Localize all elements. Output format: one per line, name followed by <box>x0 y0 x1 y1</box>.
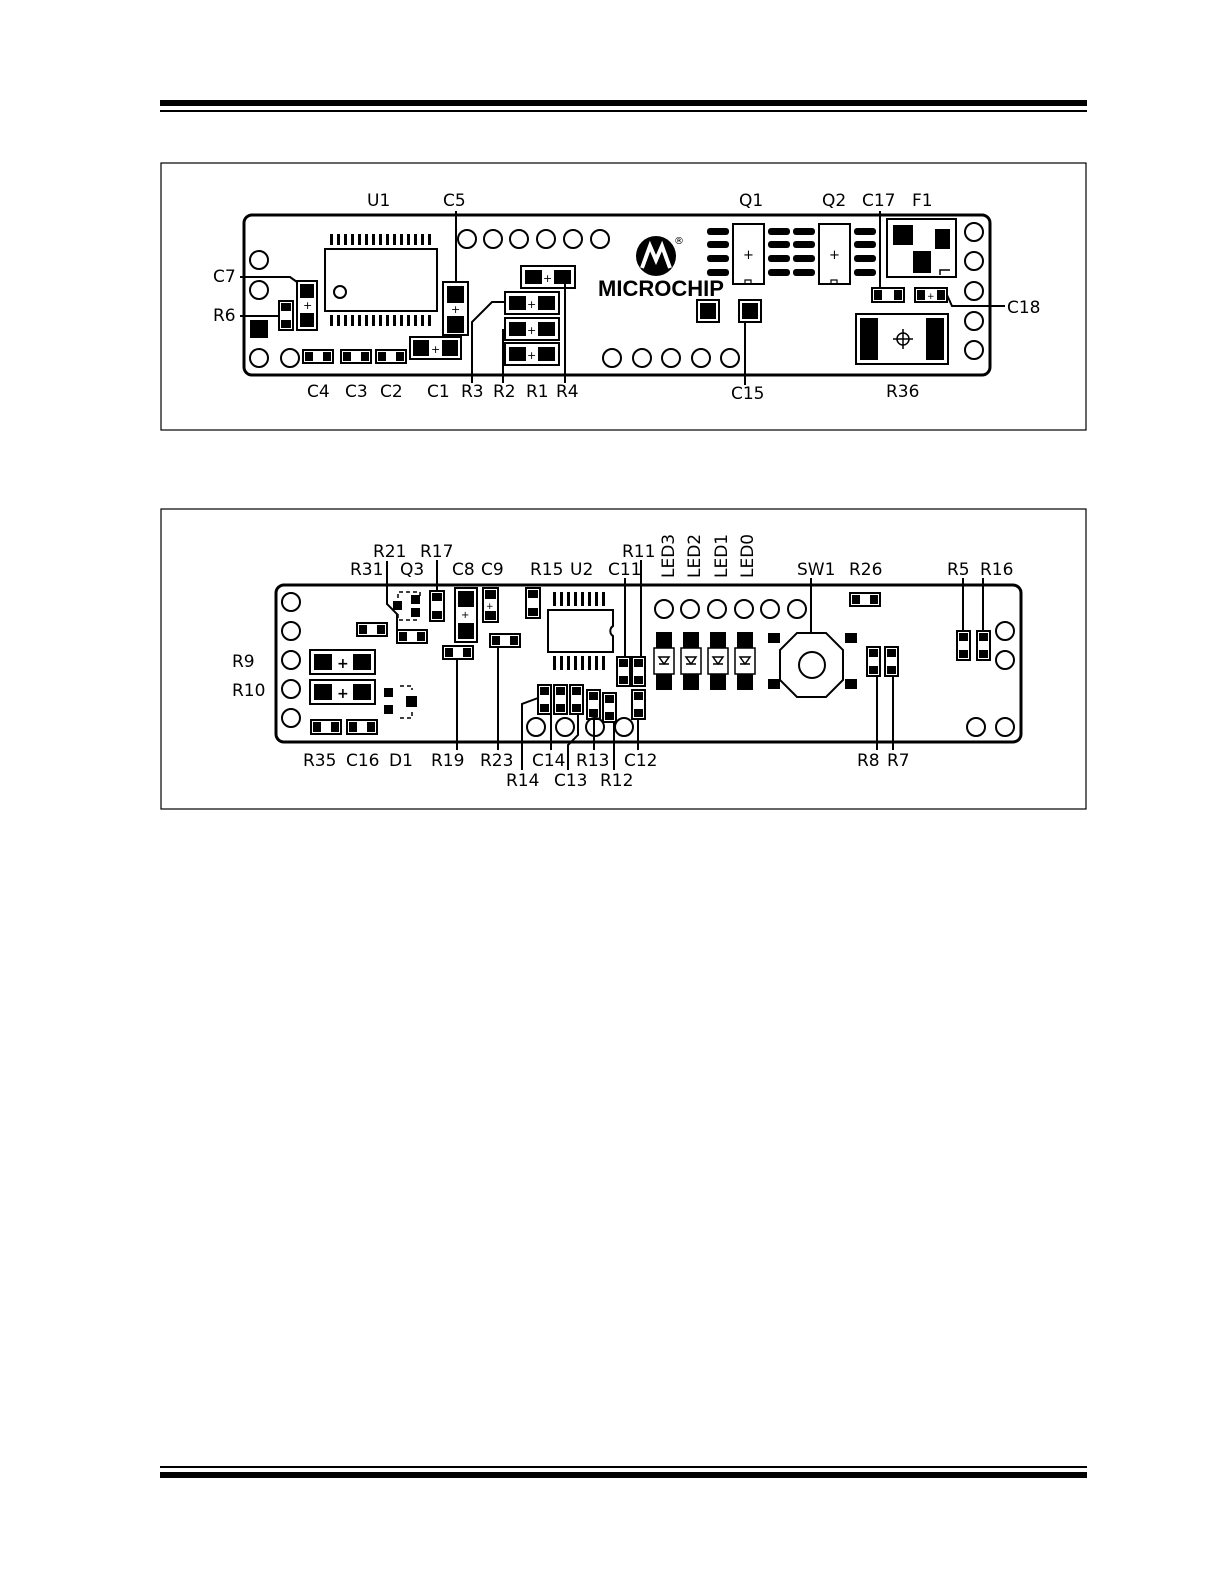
label-c14: C14 <box>532 751 566 771</box>
footer-rule-thin <box>160 1466 1087 1468</box>
label-r13: R13 <box>576 751 609 771</box>
label-r9: R9 <box>232 652 255 672</box>
label-c15: C15 <box>731 384 765 404</box>
label-r16: R16 <box>980 560 1013 580</box>
d1-diode <box>384 685 417 719</box>
label-d1: D1 <box>389 751 413 771</box>
label-led2: LED2 <box>685 534 705 578</box>
label-c2: C2 <box>380 382 403 402</box>
label-q2: Q2 <box>822 191 846 211</box>
label-r6: R6 <box>213 306 236 326</box>
sw1-switch <box>768 632 857 698</box>
svg-text:+: + <box>743 248 754 263</box>
svg-text:+: + <box>303 299 312 312</box>
label-r4: R4 <box>556 382 579 402</box>
svg-text:+: + <box>486 602 494 612</box>
top-board-outline <box>242 213 992 377</box>
crosshair-icon <box>893 329 913 349</box>
label-c16: C16 <box>346 751 380 771</box>
label-c5: C5 <box>443 191 466 211</box>
label-r26: R26 <box>849 560 882 580</box>
label-c12: C12 <box>624 751 658 771</box>
label-r15: R15 <box>530 560 563 580</box>
svg-text:+: + <box>543 272 552 285</box>
label-r21: R21 <box>373 542 406 562</box>
label-c4: C4 <box>307 382 330 402</box>
label-c13: C13 <box>554 771 588 791</box>
svg-text:+: + <box>927 292 935 302</box>
microchip-logo-icon: ® MICROCHIP <box>598 236 724 301</box>
label-c7: C7 <box>213 267 236 287</box>
svg-text:+: + <box>461 610 469 621</box>
svg-text:+: + <box>527 349 536 362</box>
label-c1: C1 <box>427 382 450 402</box>
r36-trimmer <box>855 313 949 365</box>
label-u2: U2 <box>570 560 593 580</box>
label-r31: R31 <box>350 560 383 580</box>
label-c18: C18 <box>1007 298 1041 318</box>
label-u1: U1 <box>367 191 390 211</box>
label-q3: Q3 <box>400 560 424 580</box>
svg-text:+: + <box>337 686 349 702</box>
footer-rule-thick <box>160 1472 1087 1478</box>
label-c8: C8 <box>452 560 475 580</box>
label-r12: R12 <box>600 771 633 791</box>
header-rule-thin <box>160 110 1087 112</box>
q2-transistor: + <box>793 223 876 285</box>
svg-text:+: + <box>431 343 440 356</box>
label-led3: LED3 <box>659 534 679 578</box>
registered-mark: ® <box>674 236 684 247</box>
svg-text:+: + <box>451 303 460 316</box>
bottom-board-outline <box>274 583 1023 744</box>
header-rule-thick <box>160 100 1087 106</box>
svg-text:+: + <box>527 298 536 311</box>
label-r23: R23 <box>480 751 513 771</box>
label-r11: R11 <box>622 542 655 562</box>
label-r2: R2 <box>493 382 516 402</box>
label-r14: R14 <box>506 771 539 791</box>
microchip-logo-text: MICROCHIP <box>598 276 724 301</box>
label-c11: C11 <box>608 560 642 580</box>
top-figure-frame <box>160 162 1087 431</box>
bottom-figure-frame <box>160 508 1087 810</box>
label-r17: R17 <box>420 542 453 562</box>
label-r19: R19 <box>431 751 464 771</box>
svg-text:+: + <box>337 656 349 672</box>
label-r36: R36 <box>886 382 919 402</box>
label-f1: F1 <box>912 191 933 211</box>
label-r8: R8 <box>857 751 880 771</box>
svg-text:+: + <box>829 248 840 263</box>
label-sw1: SW1 <box>797 560 835 580</box>
label-r5: R5 <box>947 560 970 580</box>
f1-fuse <box>886 218 957 278</box>
label-c9: C9 <box>481 560 504 580</box>
label-q1: Q1 <box>739 191 763 211</box>
label-r10: R10 <box>232 681 265 701</box>
label-r35: R35 <box>303 751 336 771</box>
u2-ic <box>547 592 614 670</box>
svg-text:+: + <box>527 324 536 337</box>
label-r1: R1 <box>526 382 549 402</box>
label-r3: R3 <box>461 382 484 402</box>
led-array <box>653 632 756 690</box>
label-c3: C3 <box>345 382 368 402</box>
q1-transistor: + <box>707 223 790 285</box>
u1-ic <box>324 234 438 326</box>
label-r7: R7 <box>887 751 910 771</box>
label-led0: LED0 <box>738 534 758 578</box>
label-led1: LED1 <box>712 534 732 578</box>
label-c17: C17 <box>862 191 896 211</box>
